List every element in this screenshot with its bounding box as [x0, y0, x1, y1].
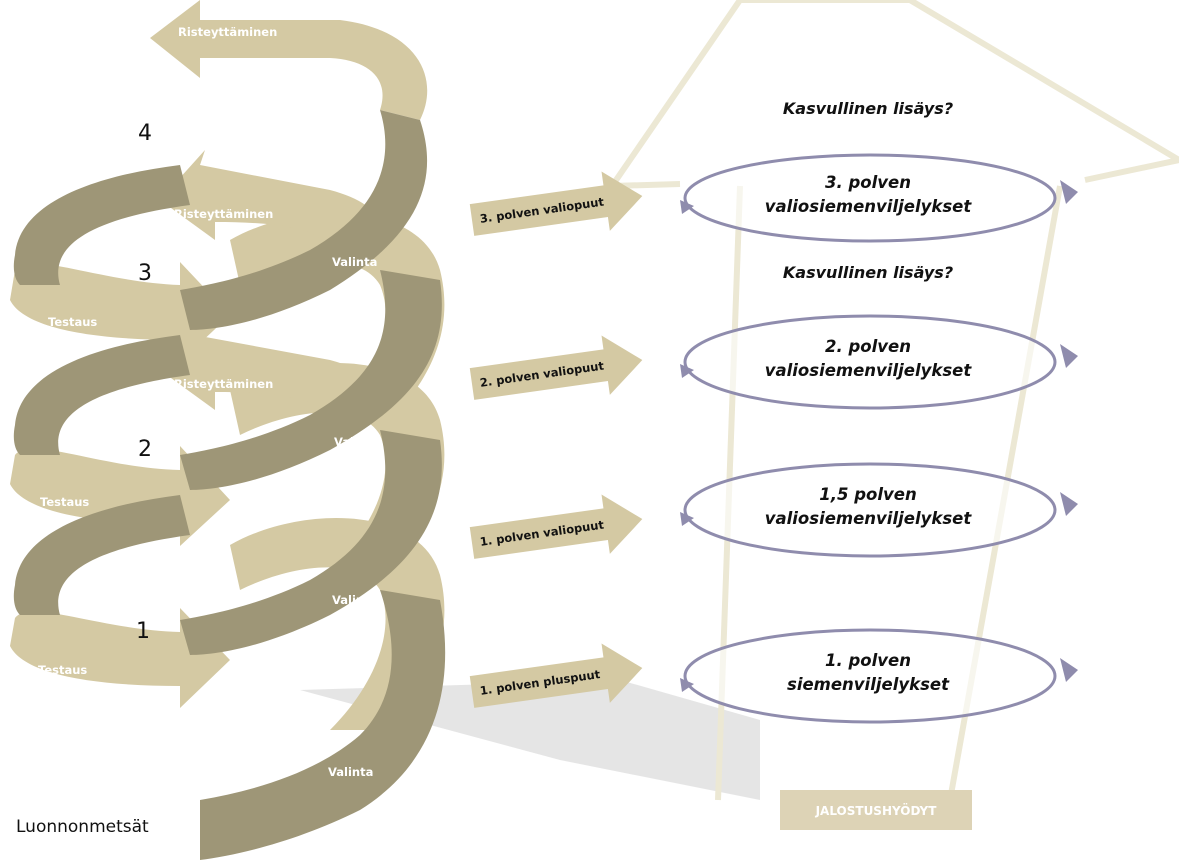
stage-number: 2: [138, 437, 152, 462]
spiral-band-dark: [13, 165, 191, 285]
spiral-band-dark: [200, 590, 446, 860]
spiral-band-light: [160, 150, 380, 240]
ellipse-line1: 1. polven: [825, 651, 911, 670]
stage-number: 4: [138, 121, 152, 146]
valinta-label: Valinta: [334, 435, 379, 449]
spiral-band-dark: [13, 495, 191, 615]
spiral-band-dark: [180, 430, 442, 655]
spiral-band-light: [10, 608, 230, 708]
ellipse-line1: 2. polven: [825, 337, 911, 356]
testaus-label: Testaus: [38, 663, 87, 677]
cycle-ellipse: 3. polven valiosiemenviljelykset: [680, 153, 1078, 243]
ellipse-line1: 3. polven: [825, 173, 911, 192]
valinta-label: Valinta: [332, 255, 377, 269]
ellipse-line2: valiosiemenviljelykset: [765, 197, 973, 216]
ellipse-line2: siemenviljelykset: [787, 675, 950, 694]
spiral-band-dark: [180, 110, 428, 330]
spiral-band-light: [160, 322, 380, 410]
cycle-ellipse: 1. polven siemenviljelykset: [680, 628, 1078, 724]
risteyttaminen-label: Risteyttäminen: [174, 377, 273, 391]
spiral-band-dark: [180, 270, 442, 490]
kasvullinen-label: Kasvullinen lisäys?: [783, 263, 953, 282]
base-label: Luonnonmetsät: [16, 817, 149, 837]
spiral-band-dark: [13, 335, 191, 455]
kasvullinen-label: Kasvullinen lisäys?: [783, 99, 953, 118]
spiral-band-light: [150, 0, 428, 120]
generation-arrow: 1. polven valiopuut: [469, 494, 643, 559]
hyody-box: [780, 790, 972, 830]
stage-number: 1: [136, 619, 150, 644]
hyody-label: JALOSTUSHYÖDYT: [815, 803, 938, 818]
stage-number: 3: [138, 261, 152, 286]
risteyttaminen-label: Risteyttäminen: [178, 25, 277, 39]
risteyttaminen-label: Risteyttäminen: [174, 207, 273, 221]
cycle-ellipse: 2. polven valiosiemenviljelykset: [680, 314, 1078, 410]
generation-arrow: 2. polven valiopuut: [469, 335, 643, 400]
spiral: [10, 0, 446, 860]
ellipse-line2: valiosiemenviljelykset: [765, 509, 973, 528]
ellipse-line1: 1,5 polven: [819, 485, 916, 504]
cycle-ellipse: 1,5 polven valiosiemenviljelykset: [680, 462, 1078, 558]
valinta-label: Valinta: [328, 765, 373, 779]
testaus-label: Testaus: [40, 495, 89, 509]
generation-arrow: 1. polven pluspuut: [469, 643, 643, 708]
ellipse-line2: valiosiemenviljelykset: [765, 361, 973, 380]
testaus-label: Testaus: [48, 315, 97, 329]
valinta-label: Valinta: [332, 593, 377, 607]
